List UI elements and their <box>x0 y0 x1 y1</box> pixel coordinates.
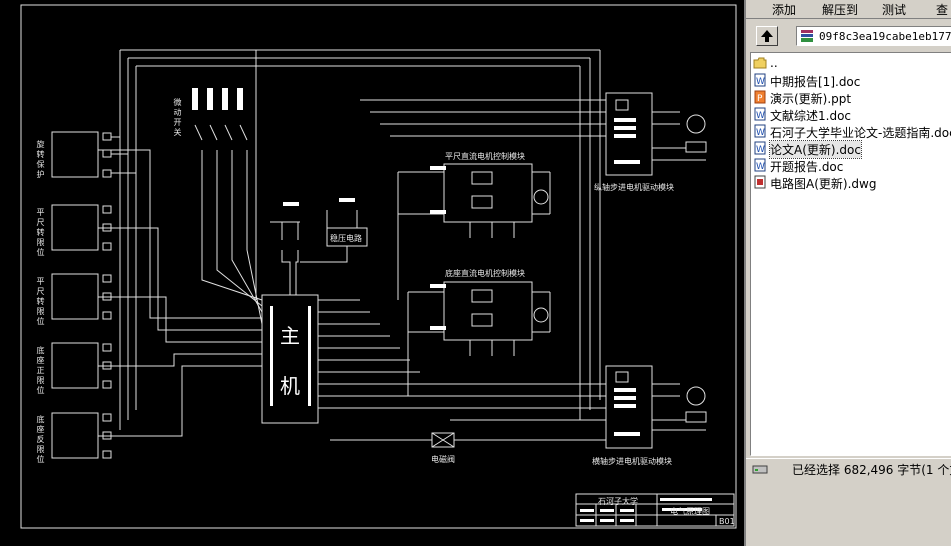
status-bar: 已经选择 682,496 字节(1 个文 <box>746 458 951 479</box>
test-button[interactable]: 测试 <box>882 3 907 17</box>
host-char-1: 主 <box>280 324 300 348</box>
list-item[interactable]: W 论文A(更新).doc <box>751 140 951 159</box>
mid-bottom-module-label: 底座直流电机控制模块 <box>445 269 525 278</box>
svg-text:W: W <box>756 111 765 121</box>
archive-panel: 添加 解压到 测试 查 09f8c3ea19cabe1eb1775d .. <box>744 0 951 546</box>
file-name: 电路图A(更新).dwg <box>770 177 877 191</box>
solenoid-label: 电磁阀 <box>431 455 455 464</box>
circuit-diagram <box>20 4 737 529</box>
toolbar: 添加 解压到 测试 查 <box>746 0 951 19</box>
title-block-school: 石河子大学 <box>598 497 638 506</box>
list-item[interactable]: P 演示(更新).ppt <box>751 89 951 106</box>
list-item[interactable]: W 石河子大学毕业论文-选题指南.doc <box>751 123 951 140</box>
file-name: 论文A(更新).doc <box>769 140 862 159</box>
folder-icon <box>753 57 767 69</box>
extract-to-button[interactable]: 解压到 <box>822 3 859 17</box>
power-circuit-label: 稳压电路 <box>330 234 362 243</box>
file-list[interactable]: .. W 中期报告[1].doc P 演示(更新).ppt W 文献综述1.do… <box>750 52 951 456</box>
file-name: 演示(更新).ppt <box>770 92 852 106</box>
svg-text:W: W <box>756 77 765 87</box>
ppt-icon: P <box>754 90 766 104</box>
top-right-module-label: 纵轴步进电机驱动模块 <box>594 183 674 192</box>
title-block-drawing-name: 电气原理图 <box>670 507 710 516</box>
drawing-frame <box>20 4 737 529</box>
left-label-3: 平尺转限位 <box>36 277 45 327</box>
mid-top-module-label: 平尺直流电机控制模块 <box>445 152 525 161</box>
list-item[interactable]: .. <box>751 55 951 72</box>
add-button[interactable]: 添加 <box>772 3 797 17</box>
word-doc-icon: W <box>754 73 766 87</box>
rar-archive-icon <box>801 30 813 42</box>
list-item[interactable]: W 中期报告[1].doc <box>751 72 951 89</box>
cad-drawing-canvas[interactable]: 旋转保护 平尺转限位 平尺转限位 底座正限位 底座反限位 微动开关 主 机 稳压… <box>0 0 744 546</box>
up-arrow-icon <box>761 30 773 42</box>
path-bar: 09f8c3ea19cabe1eb1775d <box>746 22 951 50</box>
list-item[interactable]: W 开题报告.doc <box>751 157 951 174</box>
svg-text:W: W <box>756 162 765 172</box>
file-name: .. <box>770 56 778 70</box>
left-label-5: 底座反限位 <box>36 415 45 465</box>
status-text: 已经选择 682,496 字节(1 个文 <box>792 463 951 477</box>
list-item[interactable]: W 文献综述1.doc <box>751 106 951 123</box>
word-doc-icon: W <box>754 124 766 138</box>
archive-path-text: 09f8c3ea19cabe1eb1775d <box>819 30 951 43</box>
file-name: 文献综述1.doc <box>770 109 852 123</box>
left-label-1: 旋转保护 <box>36 140 45 180</box>
title-block <box>575 493 735 527</box>
svg-text:W: W <box>756 128 765 138</box>
micro-switch-label: 微动开关 <box>173 98 182 138</box>
word-doc-icon: W <box>754 107 766 121</box>
bottom-right-module-label: 横轴步进电机驱动模块 <box>592 457 672 466</box>
view-button[interactable]: 查 <box>936 3 949 17</box>
title-block-code: B01 <box>719 517 735 526</box>
archive-path-field[interactable]: 09f8c3ea19cabe1eb1775d <box>796 26 951 46</box>
host-char-2: 机 <box>280 374 300 398</box>
dwg-icon <box>754 175 766 189</box>
word-doc-icon: W <box>754 141 766 155</box>
svg-text:P: P <box>757 94 763 104</box>
left-label-4: 底座正限位 <box>36 346 45 396</box>
file-name: 石河子大学毕业论文-选题指南.doc <box>770 126 951 140</box>
svg-text:W: W <box>756 145 765 155</box>
list-item[interactable]: 电路图A(更新).dwg <box>751 174 951 191</box>
word-doc-icon: W <box>754 158 766 172</box>
up-folder-button[interactable] <box>756 26 778 46</box>
file-name: 中期报告[1].doc <box>770 75 861 89</box>
left-label-2: 平尺转限位 <box>36 208 45 258</box>
drive-icon <box>752 465 768 474</box>
file-name: 开题报告.doc <box>770 160 844 174</box>
